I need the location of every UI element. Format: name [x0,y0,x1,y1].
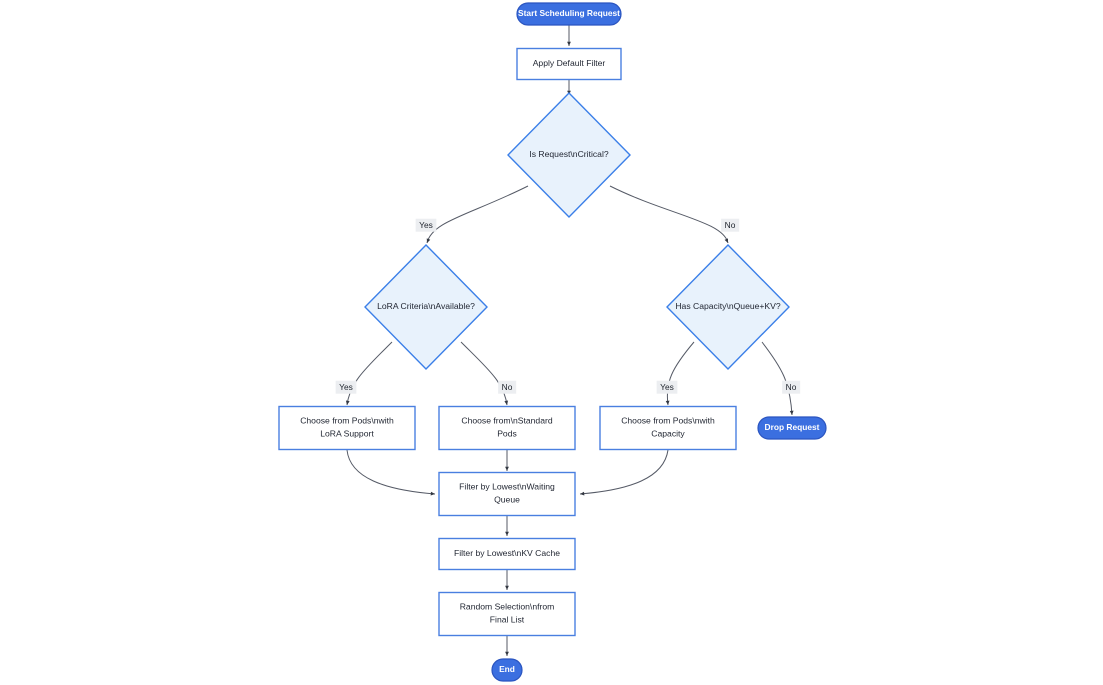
edge-e-lora-podslora [345,341,393,406]
edge-e-start-apply [567,25,571,46]
decision-shape [364,244,488,370]
edges-layer [345,25,794,656]
node-start[interactable]: Start Scheduling Request [516,2,622,26]
edge-arrowhead [426,238,431,243]
edge-label-chip [415,218,437,232]
decision-shape [666,244,790,370]
edge-label-e-lora-standard: No [498,380,517,394]
process-shape [438,405,576,451]
edge-e-lora-standard [460,341,509,406]
edge-label-text: No [725,220,736,230]
edge-arrowhead [665,400,670,405]
terminal-shape [516,2,622,26]
edge-arrowhead [505,585,509,590]
edge-label-text: No [786,382,797,392]
edge-arrowhead [505,531,509,536]
edge-e-critical-capacity [609,185,729,244]
process-shape [278,405,416,451]
edge-e-capacity-drop [761,341,794,416]
edge-label-chip [721,218,740,232]
edge-arrowhead [504,400,509,405]
edge-arrowhead [789,410,794,415]
process-shape [438,471,576,517]
node-filter_kv[interactable]: Filter by Lowest\nKV Cache [438,537,576,571]
terminal-shape [491,658,523,682]
edge-e-kv-random [505,570,509,590]
edge-label-text: Yes [660,382,674,392]
process-shape [516,47,622,81]
process-shape [599,405,737,451]
edge-arrowhead [505,651,509,656]
edge-label-e-critical-capacity: No [721,218,740,232]
edge-e-random-end [505,636,509,656]
edge-e-capacity-pods [665,341,695,406]
node-end[interactable]: End [491,658,523,682]
edge-label-e-critical-lora: Yes [415,218,437,232]
edge-label-e-lora-podslora: Yes [335,380,357,394]
edge-e-podslora-queue [346,449,436,496]
edge-label-text: Yes [419,220,433,230]
decision-shape [507,92,631,218]
edge-e-queue-kv [505,516,509,536]
edge-label-e-capacity-pods: Yes [656,380,678,394]
node-has_capacity[interactable]: Has Capacity\nQueue+KV? [666,244,790,370]
edge-e-standard-queue [505,450,509,471]
edge-label-text: Yes [339,382,353,392]
edge-label-chip [335,380,357,394]
edge-e-podscap-queue [579,449,669,496]
edge-label-chip [656,380,678,394]
edge-arrowhead [724,238,728,243]
node-drop_request[interactable]: Drop Request [757,416,827,440]
terminal-shape [757,416,827,440]
node-is_critical[interactable]: Is Request\nCritical? [507,92,631,218]
edge-label-e-capacity-drop: No [782,380,801,394]
edge-label-chip [498,380,517,394]
process-shape [438,591,576,637]
edge-label-text: No [502,382,513,392]
edge-label-chip [782,380,801,394]
edge-arrowhead [505,466,509,471]
edge-arrowhead [580,491,585,496]
node-apply_filter[interactable]: Apply Default Filter [516,47,622,81]
edge-e-critical-lora [426,185,529,244]
edge-arrowhead [430,491,435,496]
process-shape [438,537,576,571]
edge-arrowhead [345,400,350,405]
edge-arrowhead [567,41,571,46]
